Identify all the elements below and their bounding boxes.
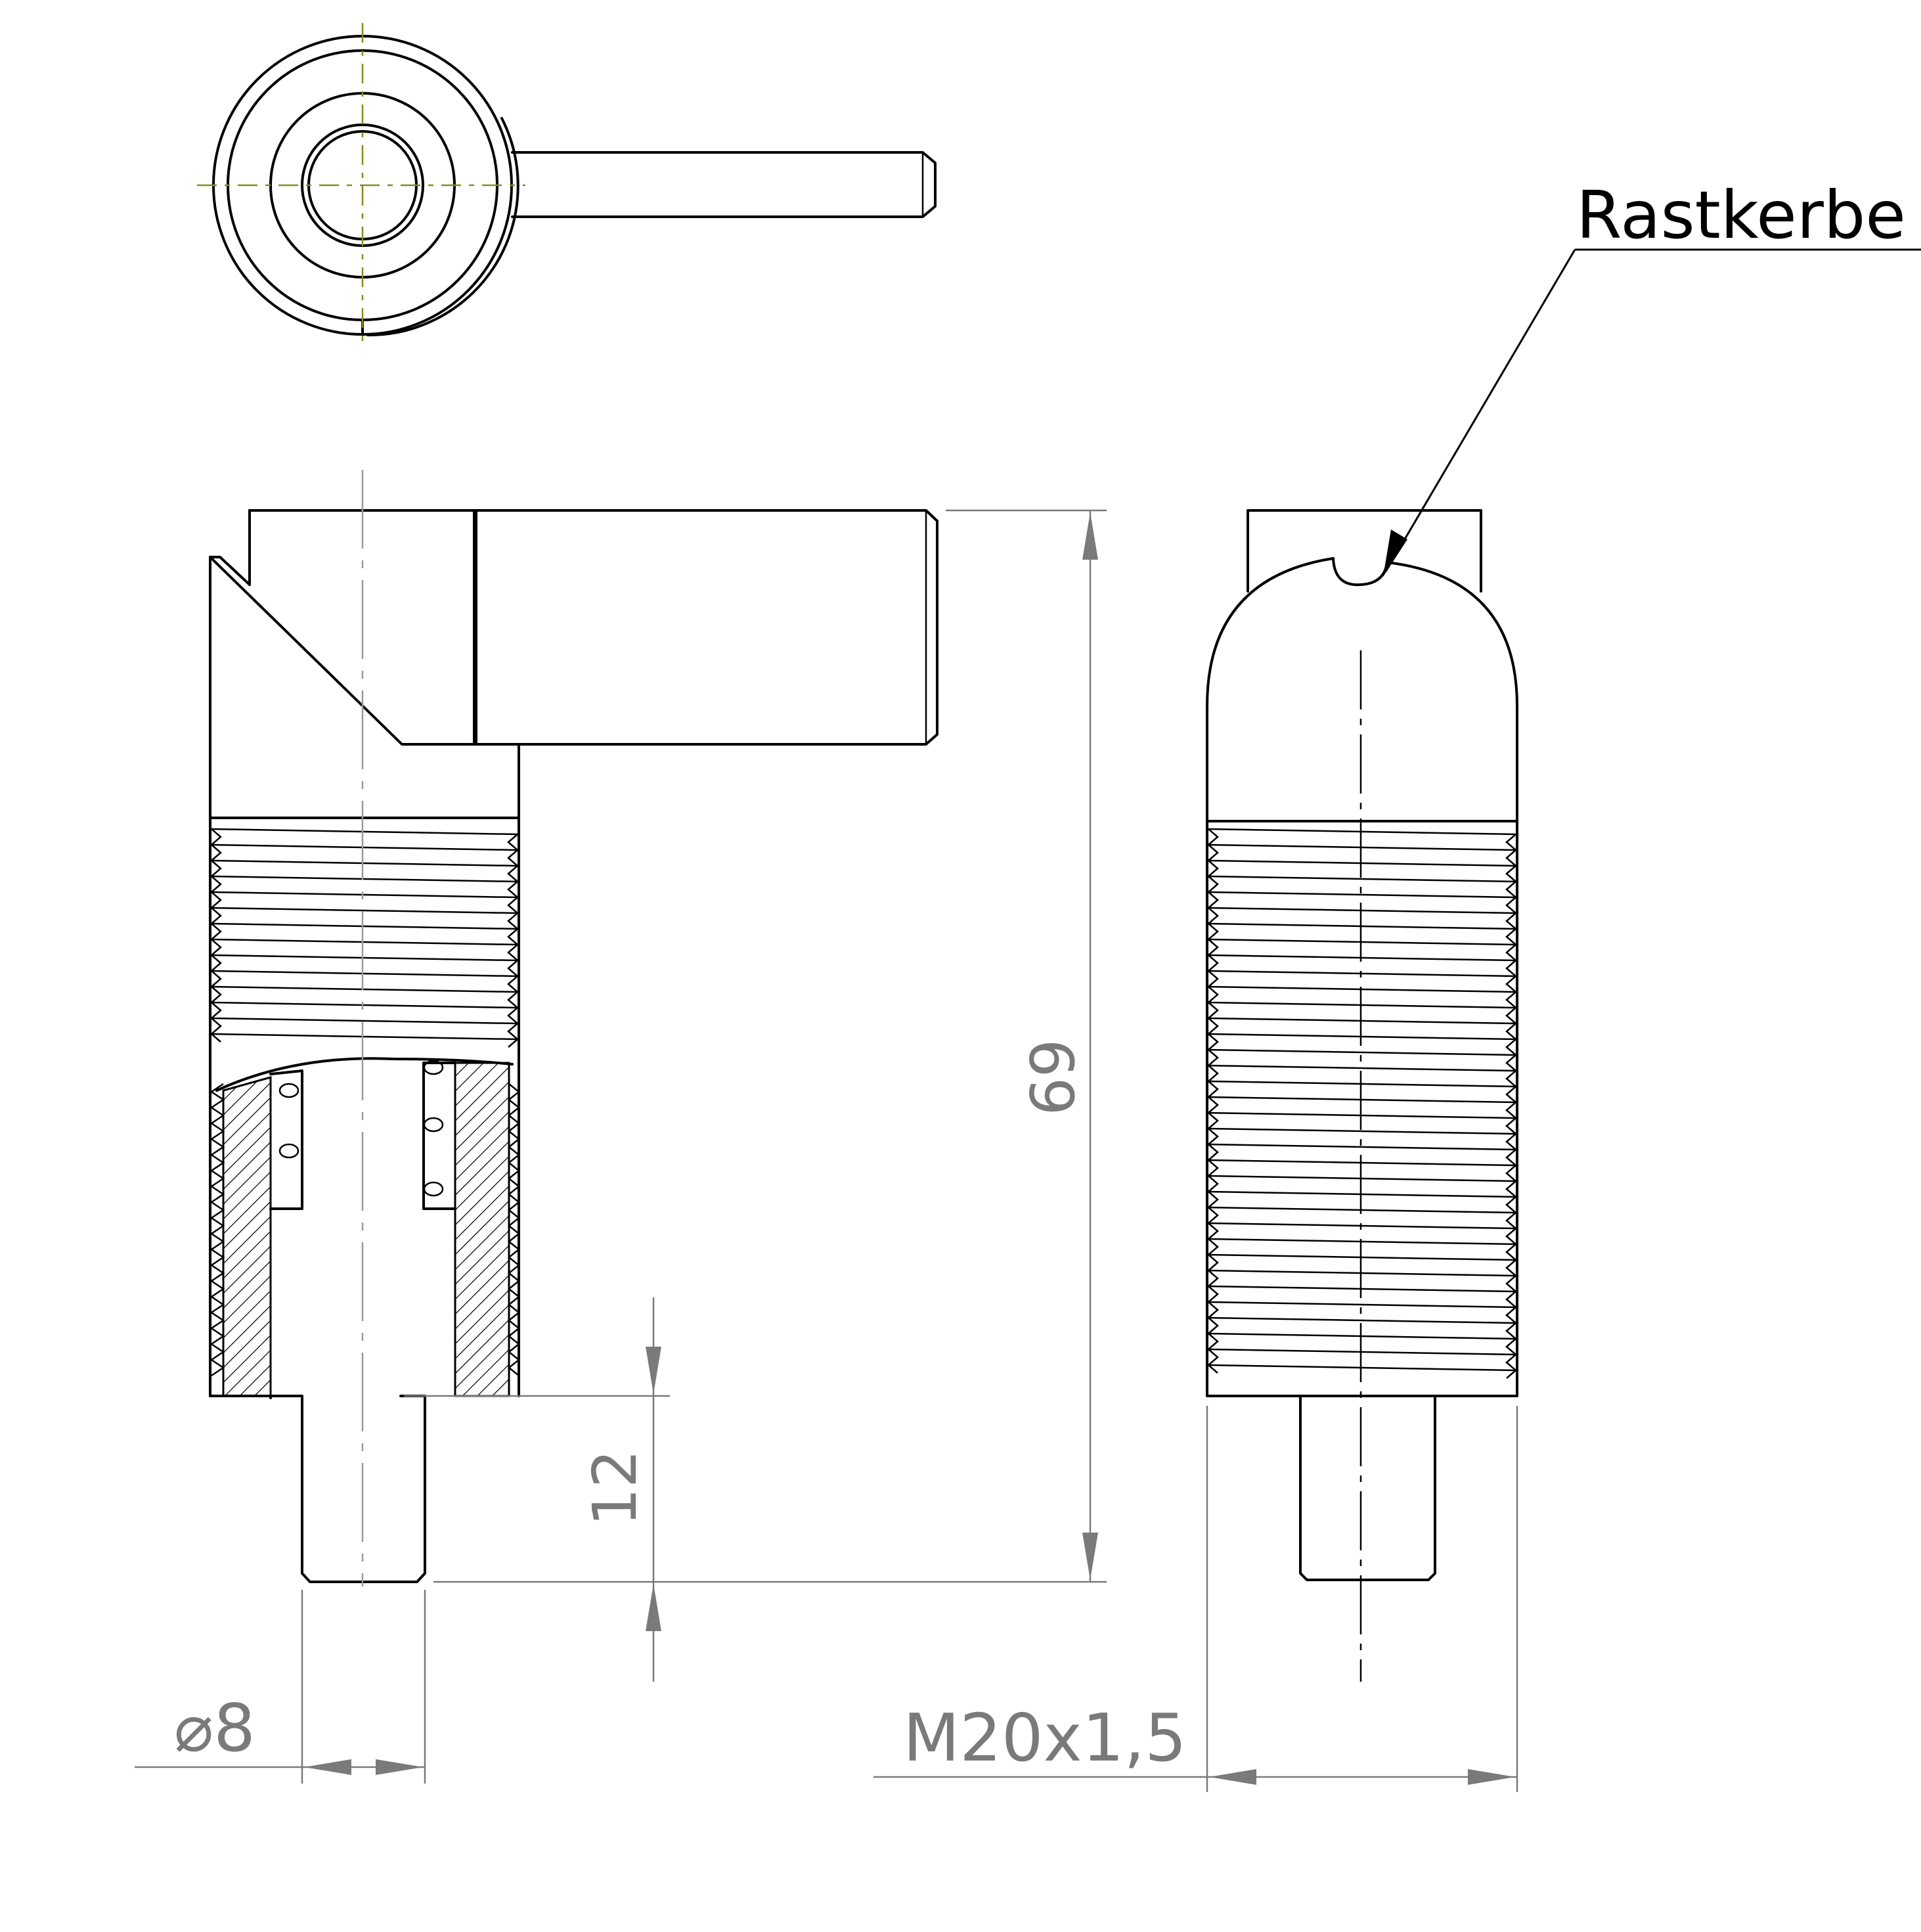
front-view-right-wall: [454, 1062, 510, 1397]
thread-line: [1208, 1222, 1516, 1230]
front-view-pin: [269, 1395, 426, 1583]
side-view-threads: [1207, 828, 1517, 1379]
thread-line: [211, 875, 518, 883]
thread-line: [1208, 875, 1516, 883]
side-view-pin: [1299, 1395, 1436, 1581]
dimension-thread: M20x1,5: [873, 1406, 1518, 1792]
thread-line: [211, 1017, 518, 1025]
thread-line: [211, 907, 518, 914]
front-view-spring-coils: [278, 1060, 444, 1197]
thread-line: [1208, 891, 1516, 899]
thread-line: [1208, 1316, 1516, 1324]
annotation-rastkerbe-label: Rastkerbe: [1576, 177, 1906, 254]
side-view-lever-top: [1247, 509, 1482, 593]
dimension-overall-length: 69: [433, 509, 1107, 1583]
thread-line: [1208, 970, 1516, 977]
thread-line: [1208, 843, 1516, 851]
thread-crest: [210, 828, 222, 1043]
thread-line: [1208, 1175, 1516, 1182]
front-view-cam-edge: [209, 556, 251, 586]
thread-line: [1208, 1143, 1516, 1151]
section-thread-crest: [507, 1083, 521, 1376]
front-view-spring-pocket-right: [422, 1062, 456, 1210]
top-view-lever: [511, 151, 937, 218]
thread-line: [1208, 1001, 1516, 1009]
thread-crest: [1207, 828, 1219, 1374]
thread-line: [1208, 828, 1516, 836]
thread-line: [211, 970, 518, 977]
thread-line: [1208, 1238, 1516, 1246]
thread-line: [1208, 1206, 1516, 1214]
front-view-spring-pocket-left: [269, 1069, 303, 1210]
top-view-rim: [366, 117, 519, 337]
dimension-thread-value: M20x1,5: [903, 1699, 1187, 1776]
dimension-pin-length-value: 12: [580, 1449, 650, 1526]
thread-line: [1208, 1269, 1516, 1277]
section-thread-crest: [210, 1083, 225, 1377]
thread-line: [1208, 938, 1516, 946]
front-view: [209, 470, 938, 1586]
thread-line: [211, 1033, 518, 1041]
thread-line: [211, 954, 518, 962]
thread-line: [1208, 1332, 1516, 1340]
thread-line: [1208, 1080, 1516, 1088]
thread-line: [1208, 1048, 1516, 1056]
thread-line: [211, 985, 518, 993]
thread-line: [1208, 1017, 1516, 1025]
dimension-pin-diameter-value: ⌀8: [174, 1690, 255, 1766]
front-view-section-break: [215, 1057, 514, 1092]
thread-line: [1208, 1159, 1516, 1167]
thread-line: [211, 828, 518, 836]
thread-line: [1208, 1348, 1516, 1356]
thread-line: [1208, 1301, 1516, 1309]
annotation-rastkerbe: Rastkerbe: [1383, 177, 1921, 577]
front-view-lever: [248, 509, 938, 746]
dimension-overall-length-value: 69: [1018, 1039, 1088, 1115]
thread-crest: [1505, 834, 1517, 1379]
thread-line: [1208, 985, 1516, 993]
thread-line: [211, 843, 518, 851]
thread-line: [1208, 859, 1516, 867]
side-view-thread-body: [1206, 820, 1518, 1397]
side-view-head: [1206, 557, 1518, 822]
thread-line: [211, 1001, 518, 1009]
thread-line: [1208, 1285, 1516, 1293]
side-view: [1206, 509, 1518, 1682]
dimension-pin-length: 12: [404, 1297, 670, 1682]
thread-line: [211, 922, 518, 930]
dimension-pin-diameter: ⌀8: [135, 1590, 426, 1784]
thread-line: [1208, 1033, 1516, 1041]
thread-line: [211, 938, 518, 946]
thread-line: [1208, 1064, 1516, 1072]
thread-line: [211, 891, 518, 899]
thread-crest: [507, 834, 519, 1048]
thread-line: [1208, 954, 1516, 962]
thread-line: [1208, 922, 1516, 930]
thread-line: [1208, 1112, 1516, 1119]
front-view-threads: [210, 828, 521, 1377]
thread-line: [1208, 1096, 1516, 1104]
thread-line: [1208, 907, 1516, 914]
thread-line: [1208, 1253, 1516, 1261]
thread-line: [211, 859, 518, 867]
top-view: [197, 23, 937, 348]
front-view-left-wall: [222, 1076, 272, 1397]
thread-line: [1208, 1127, 1516, 1135]
thread-line: [1208, 1190, 1516, 1198]
thread-line: [1208, 1364, 1516, 1372]
front-view-head: [209, 509, 520, 819]
